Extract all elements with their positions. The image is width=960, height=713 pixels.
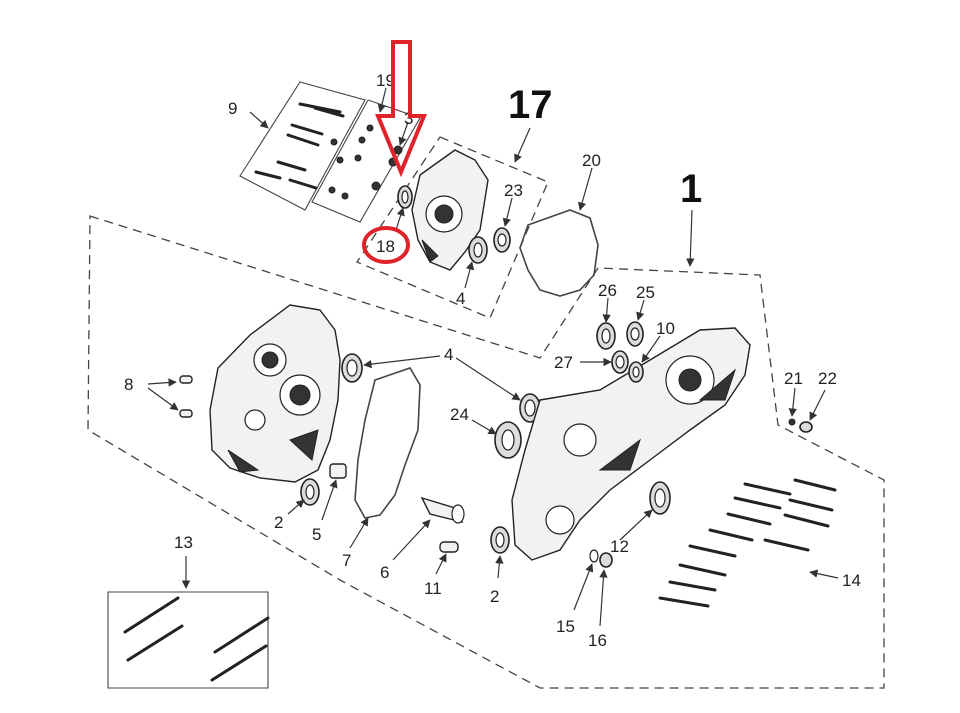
bolts-14 — [658, 478, 837, 608]
right-crankcase — [511, 327, 751, 561]
label-27: 27 — [554, 353, 573, 372]
label-4-top: 4 — [456, 289, 465, 308]
label-12: 12 — [610, 537, 629, 556]
left-crankcase — [209, 304, 341, 483]
label-20: 20 — [582, 151, 601, 170]
washer-21 — [788, 418, 796, 426]
label-6: 6 — [380, 563, 389, 582]
label-5: 5 — [312, 525, 321, 544]
bearing-23 — [493, 227, 511, 253]
bearing-2-right — [490, 526, 510, 554]
bolts-13 — [123, 596, 270, 682]
bearing-4-left — [341, 353, 363, 383]
label-17: 17 — [508, 83, 553, 127]
washer-15 — [589, 549, 599, 563]
pins-19 — [354, 124, 403, 191]
label-23: 23 — [504, 181, 523, 200]
seal-10 — [628, 361, 644, 383]
label-25: 25 — [636, 283, 655, 302]
bearing-26 — [596, 322, 616, 350]
label-1: 1 — [680, 167, 702, 211]
label-8: 8 — [124, 375, 133, 394]
seal-18 — [397, 185, 413, 209]
label-15: 15 — [556, 617, 575, 636]
label-26: 26 — [598, 281, 617, 300]
bearing-27 — [611, 350, 629, 374]
cover-17 — [411, 149, 489, 271]
label-19: 19 — [376, 71, 395, 90]
red-down-arrow — [375, 40, 427, 178]
highlight-annotation — [362, 40, 427, 264]
bushing-5 — [329, 463, 347, 479]
gasket-7 — [354, 367, 421, 519]
sleeve-6 — [420, 496, 465, 524]
label-11: 11 — [424, 579, 442, 598]
assembly-outline-1 — [87, 215, 885, 689]
bolt-group-9-outline — [239, 81, 366, 211]
assembly-outline-17 — [356, 136, 549, 319]
dowel-pins-8 — [179, 375, 193, 418]
label-2-left: 2 — [274, 513, 283, 532]
bolt-group-13-outline — [107, 591, 269, 689]
callout-labels: 9 19 3 17 20 23 18 4 1 26 25 10 27 4 8 2… — [124, 71, 861, 650]
bolt-group-14-outline — [640, 470, 840, 610]
bearing-4-top — [468, 236, 488, 264]
leader-lines — [147, 87, 839, 627]
label-16: 16 — [588, 631, 607, 650]
gasket-20 — [519, 209, 599, 297]
label-13: 13 — [174, 533, 193, 552]
seal-12 — [649, 481, 671, 515]
bearing-25 — [626, 321, 644, 347]
nut-16 — [599, 552, 613, 568]
label-24: 24 — [450, 405, 469, 424]
label-2-right: 2 — [490, 587, 499, 606]
bearing-24 — [494, 421, 522, 459]
pin-11 — [439, 541, 459, 553]
red-circle-18 — [362, 226, 410, 264]
label-10: 10 — [656, 319, 675, 338]
label-9: 9 — [228, 99, 237, 118]
label-7: 7 — [342, 551, 351, 570]
bolts-9 — [254, 102, 349, 200]
label-14: 14 — [842, 571, 861, 590]
label-22: 22 — [818, 369, 837, 388]
label-18: 18 — [376, 237, 395, 256]
bearing-2-left — [300, 478, 320, 506]
label-21: 21 — [784, 369, 803, 388]
label-4-mid: 4 — [444, 345, 453, 364]
screw-22 — [799, 421, 813, 433]
label-3: 3 — [404, 109, 413, 128]
